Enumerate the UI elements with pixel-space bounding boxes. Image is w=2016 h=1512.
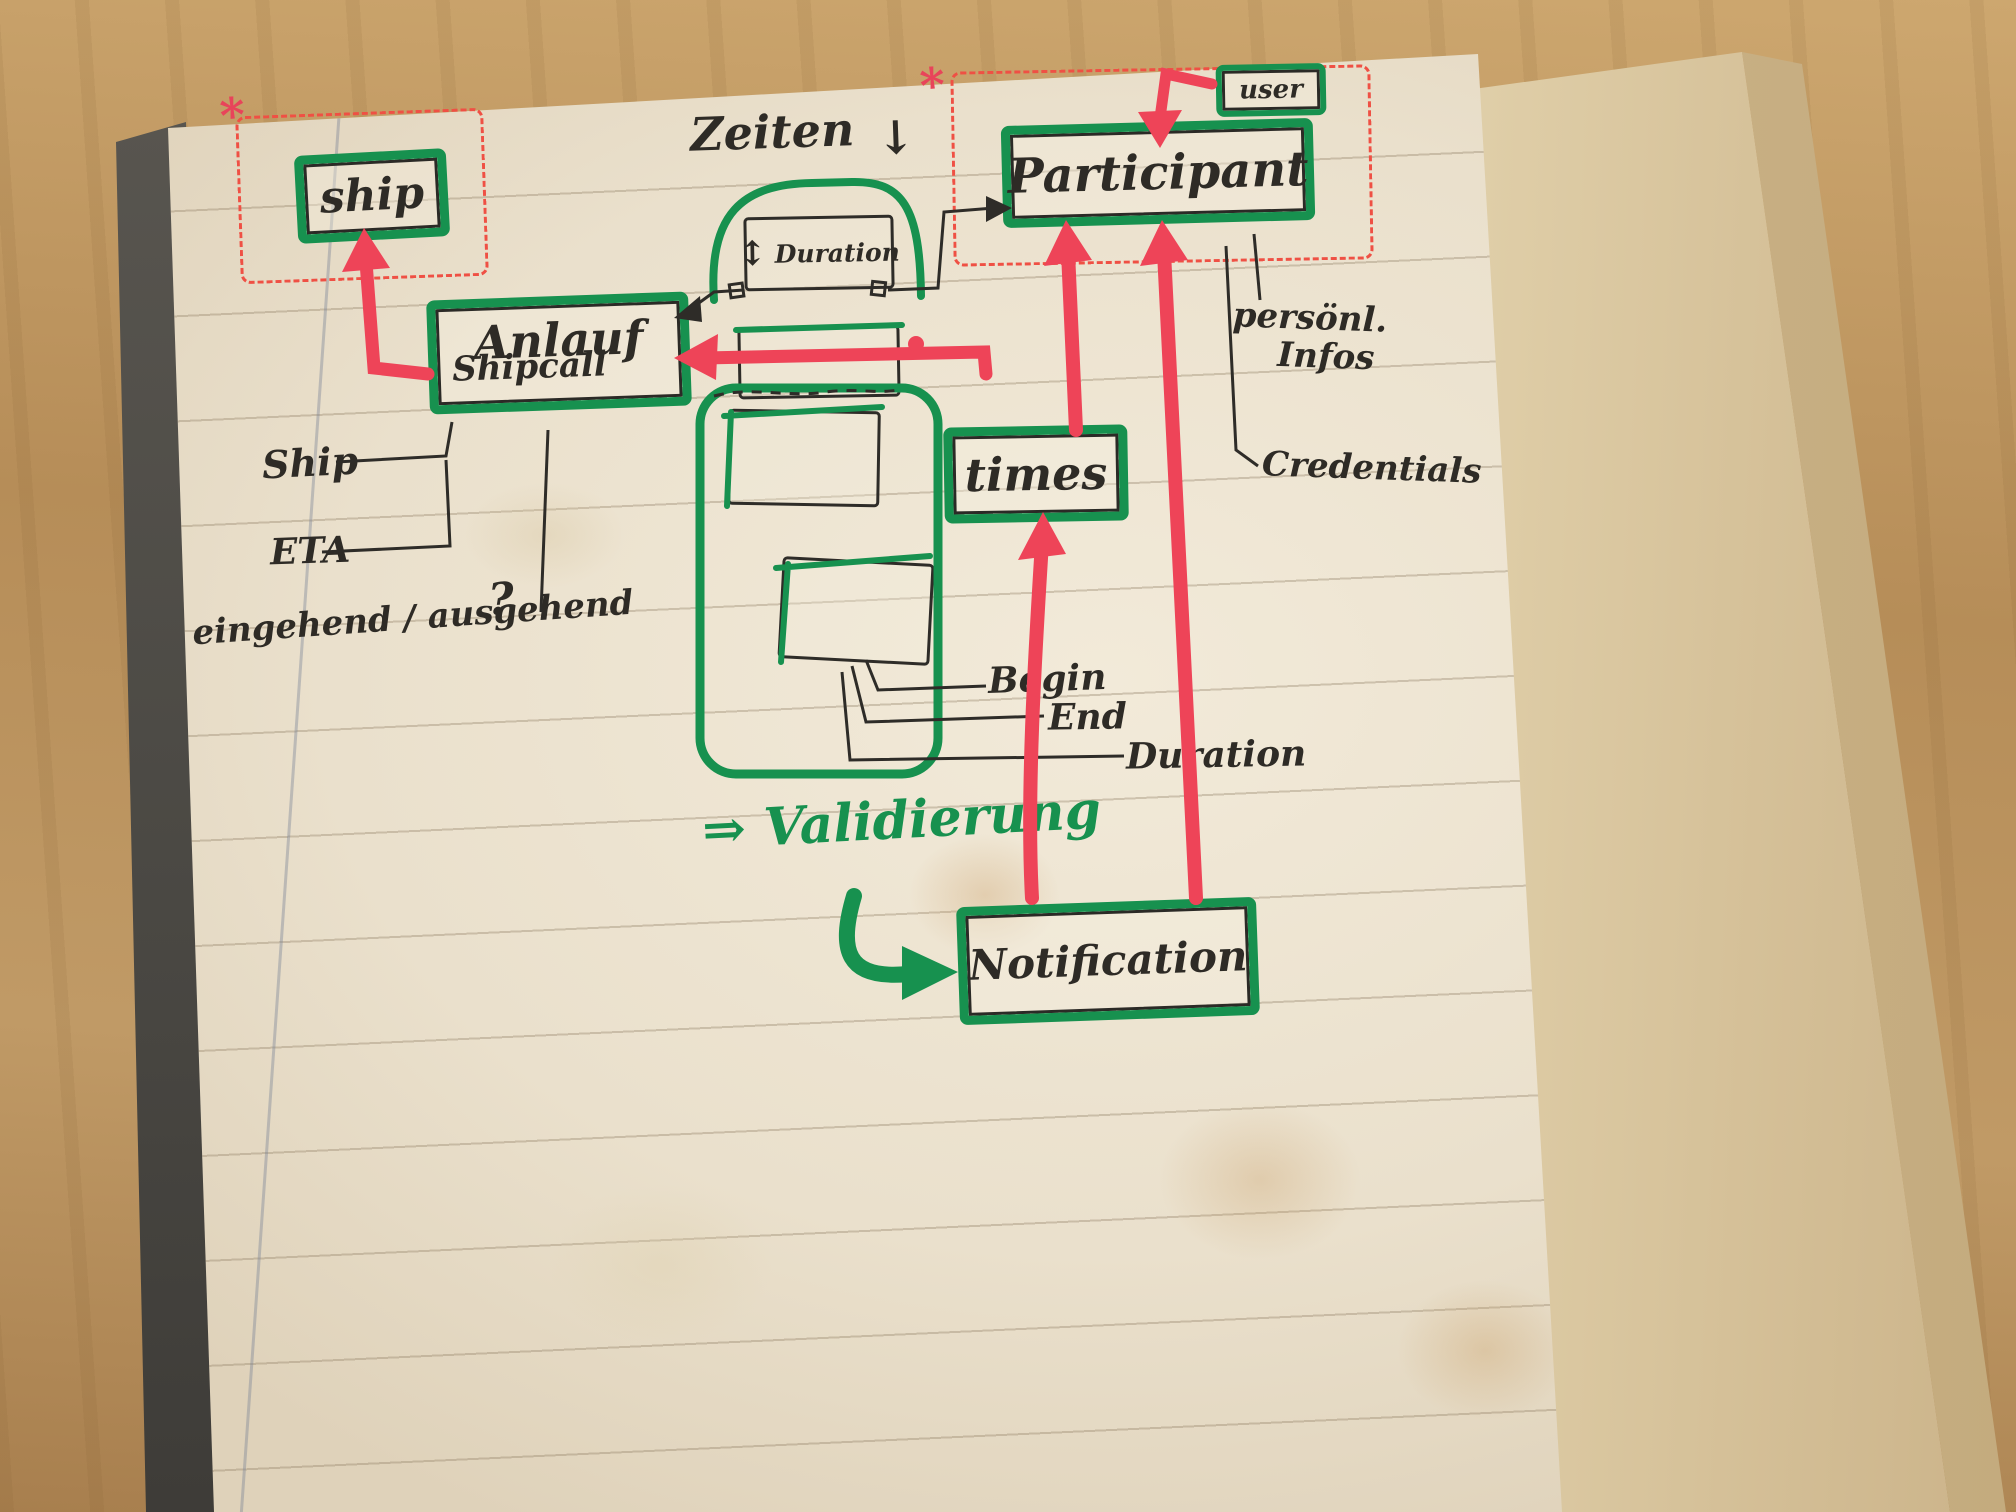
sketch-box-bottom: [777, 556, 935, 666]
persoenl-attr-label: persönl. Infos: [1231, 295, 1388, 378]
node-user: user: [1215, 63, 1327, 117]
node-user-label: user: [1238, 74, 1304, 106]
node-participant: Participant: [1000, 117, 1316, 229]
node-ship-label: ship: [318, 167, 426, 224]
zeiten-label: Zeiten ↓: [689, 100, 916, 165]
ship-attr-label: Ship: [260, 437, 360, 488]
asterisk-left: *: [218, 87, 248, 145]
persoenl-line2: Infos: [1276, 334, 1376, 379]
duration-attr-label: Duration: [1125, 732, 1307, 778]
zeiten-text: Zeiten: [689, 102, 856, 162]
node-ship: ship: [293, 148, 451, 244]
double-arrow-icon: ⇒: [700, 798, 748, 862]
sketch-box-top: [737, 324, 901, 400]
asterisk-right: *: [918, 57, 948, 115]
paper-stain: [500, 1150, 820, 1380]
question-mark: ?: [487, 573, 515, 626]
eta-attr-label: ETA: [269, 528, 351, 574]
coffee-stain: [1120, 1070, 1400, 1290]
node-times-label: times: [964, 445, 1108, 503]
node-participant-label: Participant: [1006, 141, 1310, 205]
node-duration: ↕ Duration: [738, 214, 900, 292]
credentials-attr-label: Credentials: [1261, 444, 1483, 492]
node-anlauf-sublabel: Shipcall: [451, 344, 608, 390]
node-duration-label: Duration: [774, 237, 901, 269]
persoenl-line1: persönl.: [1232, 295, 1388, 341]
down-arrow-icon: ↓: [875, 109, 917, 166]
sketch-box-middle: [727, 408, 881, 508]
end-attr-label: End: [1047, 695, 1128, 739]
node-anlauf: Anlauf Shipcall: [426, 291, 692, 415]
node-notification-label: Notification: [967, 931, 1249, 990]
node-times: times: [943, 424, 1129, 524]
node-notification: Notification: [956, 896, 1260, 1026]
updown-arrow-icon: ↕: [737, 233, 768, 275]
coffee-stain: [1360, 1250, 1562, 1450]
